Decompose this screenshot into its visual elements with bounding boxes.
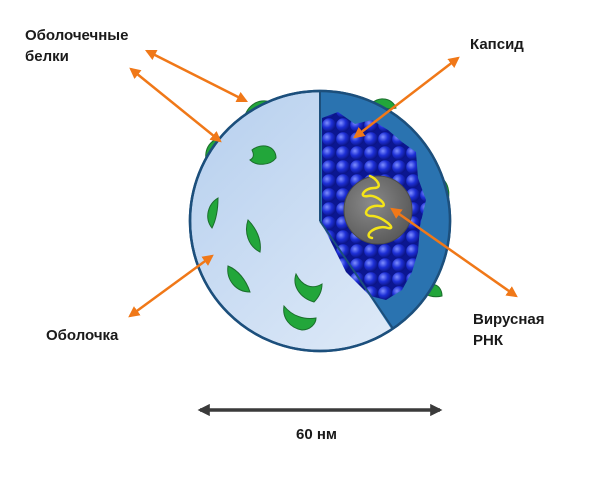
protein-crescent: [294, 272, 323, 303]
label-viral-rna-line1: Вирусная: [473, 311, 545, 328]
protein-crescent: [283, 304, 317, 331]
virus-sphere: [188, 89, 452, 353]
protein-crescent: [246, 219, 261, 253]
protein-crescent: [207, 197, 219, 229]
arrow-capsid: [353, 56, 460, 139]
label-envelope: Оболочка: [46, 327, 119, 344]
envelope-proteins-inner: [207, 145, 323, 331]
label-viral-rna: Вирусная РНК: [473, 309, 544, 351]
label-capsid: Капсид: [470, 36, 524, 53]
arrow-envelope: [128, 254, 214, 318]
arrow-viral-rna: [390, 207, 518, 298]
cutaway-edge: [319, 220, 395, 331]
pointer-arrows: [128, 49, 518, 318]
label-viral-rna-line2: РНК: [473, 332, 503, 349]
label-scale: 60 нм: [296, 426, 338, 443]
label-envelope-proteins-line1: Оболочечные: [25, 27, 129, 44]
label-envelope-proteins-line2: белки: [25, 48, 69, 65]
protein-crescent: [249, 145, 277, 165]
label-envelope-proteins: Оболочечные белки: [25, 25, 128, 67]
rna-strand: [361, 174, 393, 240]
protein-crescent: [227, 265, 251, 293]
arrow-envelope-proteins-2: [129, 67, 222, 143]
